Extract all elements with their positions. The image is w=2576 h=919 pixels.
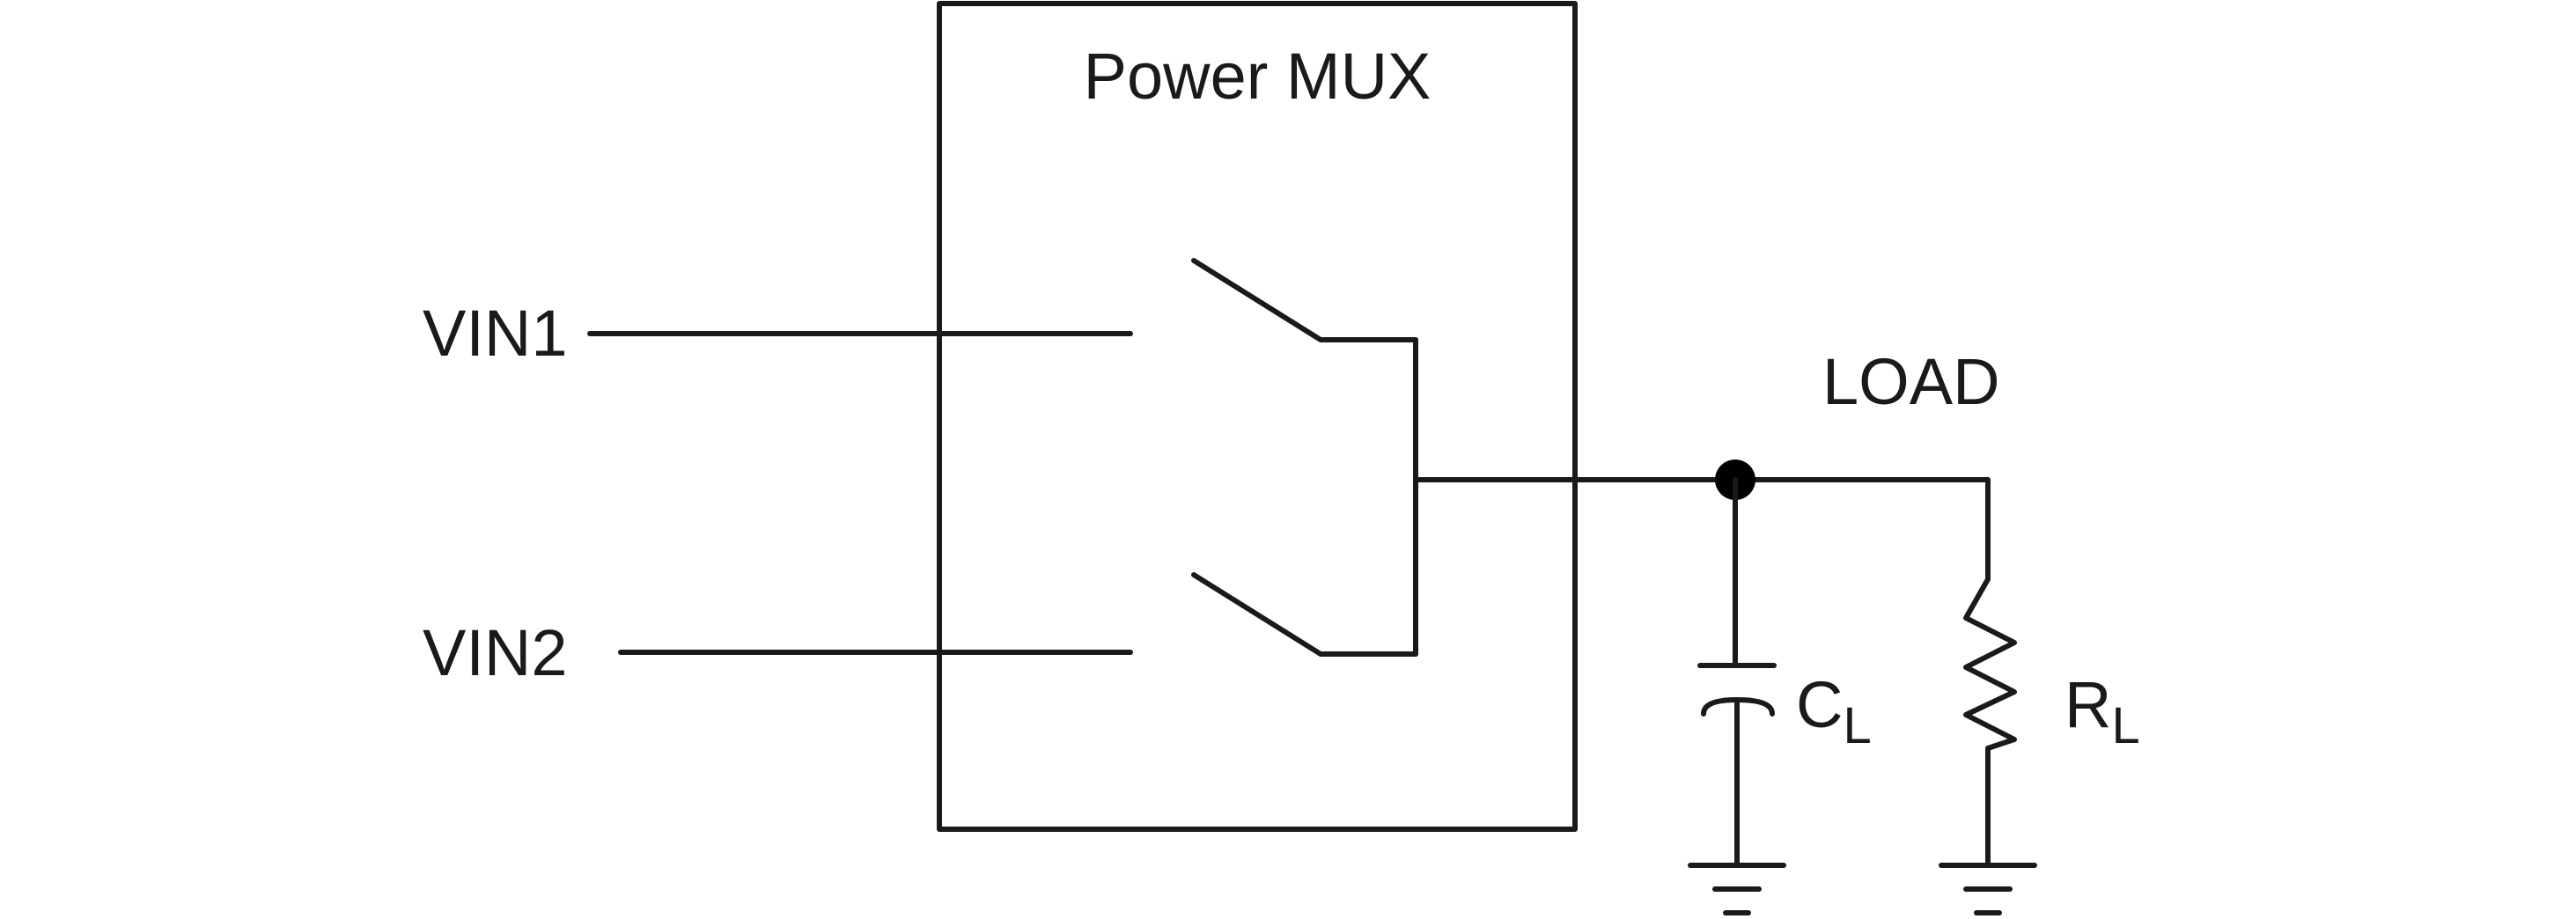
resistor-label: RL	[2064, 668, 2140, 754]
power-mux-block	[937, 1, 1578, 832]
resistor-subscript: L	[2111, 697, 2139, 754]
resistor-zigzag	[1963, 577, 2017, 751]
load-label: LOAD	[1822, 345, 2000, 418]
capacitor-symbol: C	[1796, 668, 1843, 741]
switch-2	[1191, 572, 1418, 657]
capacitor-plate-bottom	[1701, 697, 1775, 717]
capacitor-ground-icon	[1688, 863, 1786, 915]
vin2-label: VIN2	[423, 616, 568, 689]
capacitor-subscript: L	[1843, 697, 1871, 754]
switch-1	[1191, 258, 1418, 342]
resistor-ground-icon	[1939, 863, 2037, 915]
vin1-label: VIN1	[423, 297, 568, 370]
power-mux-title: Power MUX	[1084, 40, 1432, 113]
capacitor-label: CL	[1796, 668, 1872, 754]
resistor-symbol: R	[2064, 668, 2111, 741]
